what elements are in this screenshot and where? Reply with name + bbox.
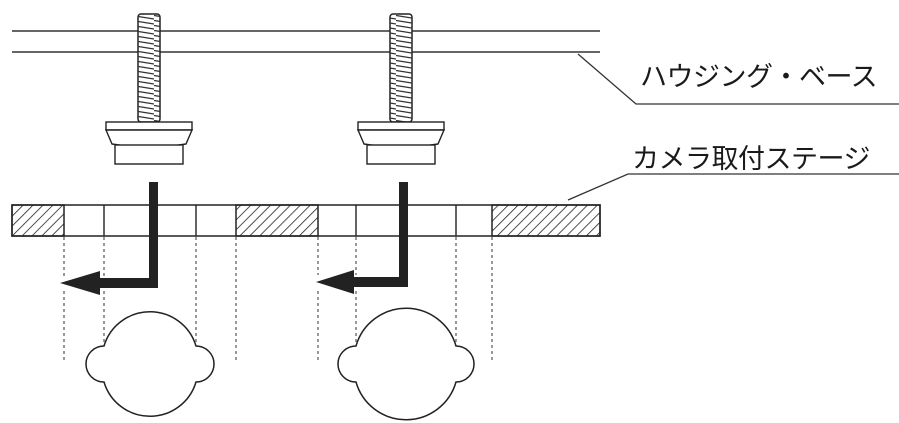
- right-keyhole-hole: [337, 307, 475, 421]
- left-screw: [104, 13, 194, 165]
- projection-lines: [63, 237, 493, 362]
- left-arrow: [60, 182, 158, 295]
- housing-leader-line: [577, 53, 899, 105]
- left-keyhole-hole: [85, 310, 215, 418]
- right-arrow: [316, 182, 408, 294]
- right-screw: [356, 13, 446, 165]
- camera-stage-label: カメラ取付ステージ: [632, 144, 870, 175]
- housing-base-label: ハウジング・ベース: [640, 62, 878, 93]
- housing-base-plate: [12, 30, 600, 53]
- camera-stage: [11, 204, 601, 237]
- stage-leader-line: [567, 173, 899, 201]
